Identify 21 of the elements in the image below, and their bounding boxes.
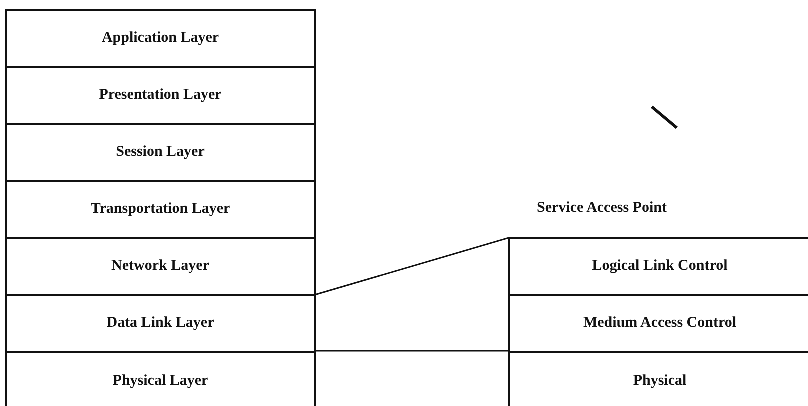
layer-name: Application Layer (102, 30, 220, 47)
layer-box (5, 351, 316, 406)
connector-line (314, 237, 510, 296)
layer-name: Presentation Layer (99, 87, 222, 104)
layer-name: Physical Layer (112, 372, 208, 390)
layer-name: Physical (633, 372, 687, 390)
layer-name: Data Link Layer (106, 315, 214, 332)
layer-box (5, 9, 316, 68)
layer-box (5, 237, 316, 296)
layer-box (5, 294, 316, 353)
layer-name: Medium Access Control (583, 315, 737, 332)
layer-name: Network Layer (112, 258, 210, 275)
layer-box (5, 123, 316, 182)
caption-label: Service Access Point (537, 200, 667, 217)
layer-name: Logical Link Control (592, 258, 728, 275)
connector-line (315, 350, 509, 352)
layer-name: Transportation Layer (90, 201, 230, 218)
layer-box (5, 66, 316, 125)
layer-name: Session Layer (116, 144, 205, 161)
layer-box (5, 180, 316, 239)
layer-box (508, 237, 808, 296)
